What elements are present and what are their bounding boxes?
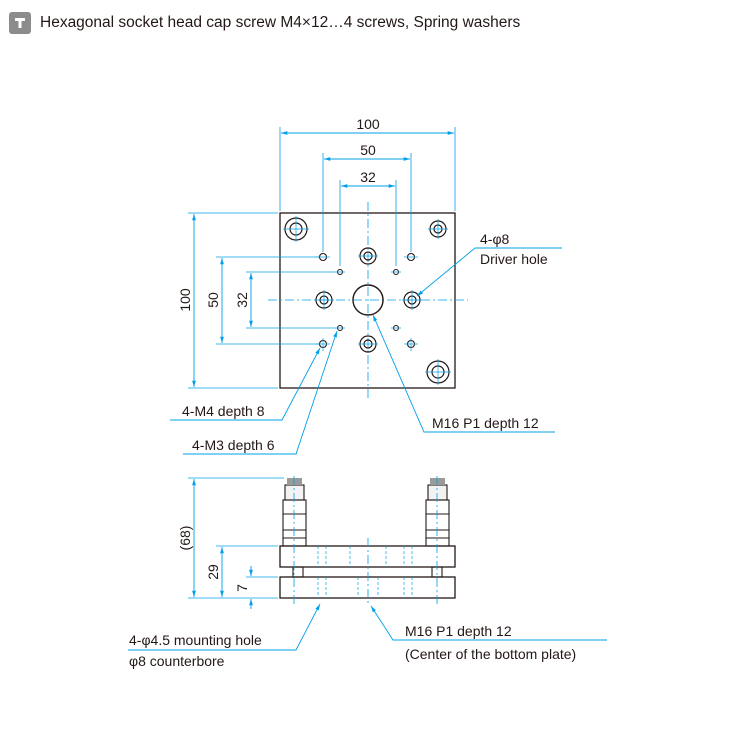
m16-center-hole xyxy=(352,284,384,316)
m4-hole-centers xyxy=(316,256,418,351)
dim-68: (68) xyxy=(177,526,193,551)
side-leader-lines xyxy=(128,603,607,651)
top-leader-lines xyxy=(170,247,562,455)
t-bracket-icon xyxy=(9,12,31,34)
top-center-lines xyxy=(268,202,468,400)
callout-driver-line2: Driver hole xyxy=(480,251,548,267)
lower-plate xyxy=(279,576,456,599)
side-hidden-lines xyxy=(317,546,413,598)
top-plate-outline xyxy=(279,212,456,389)
m3-hole-centers xyxy=(335,271,401,329)
callout-m16: M16 P1 depth 12 xyxy=(432,415,539,431)
dim-7: 7 xyxy=(234,584,250,592)
callout-m16-side-line2: (Center of the bottom plate) xyxy=(405,646,576,662)
top-extension-lines xyxy=(188,127,456,389)
right-micrometer-head xyxy=(425,478,450,547)
callout-driver-line1: 4-φ8 xyxy=(480,231,510,247)
dim-width-32: 32 xyxy=(360,169,376,185)
header-title: Hexagonal socket head cap screw M4×12…4 … xyxy=(40,14,521,31)
side-view: (68) 29 7 4-φ4.5 mounting hole φ8 counte… xyxy=(128,476,607,669)
side-dimension-lines xyxy=(192,479,253,609)
driver-hole-centers xyxy=(314,255,422,345)
callout-m3: 4-M3 depth 6 xyxy=(192,437,275,453)
corner-hole-centers xyxy=(283,216,451,385)
corner-holes xyxy=(284,217,450,384)
upper-plate xyxy=(279,545,456,568)
top-view: 100 50 32 100 50 32 xyxy=(170,116,562,455)
side-extension-lines xyxy=(188,477,284,599)
dim-height-100: 100 xyxy=(177,288,193,312)
plate-gap-spacers xyxy=(292,566,443,578)
m4-holes xyxy=(318,252,416,349)
callout-mount-line1: 4-φ4.5 mounting hole xyxy=(129,632,262,648)
dim-height-32: 32 xyxy=(234,292,250,308)
dim-29: 29 xyxy=(205,564,221,580)
callout-mount-line2: φ8 counterbore xyxy=(129,653,225,669)
dim-width-100: 100 xyxy=(356,116,380,132)
left-micrometer-head xyxy=(282,478,307,547)
side-center-lines xyxy=(293,476,438,606)
dim-height-50: 50 xyxy=(205,292,221,308)
header: Hexagonal socket head cap screw M4×12…4 … xyxy=(9,11,520,35)
dim-width-50: 50 xyxy=(360,142,376,158)
callout-m4: 4-M4 depth 8 xyxy=(182,403,265,419)
top-dimension-lines xyxy=(192,131,454,387)
callout-m16-side-line1: M16 P1 depth 12 xyxy=(405,623,512,639)
